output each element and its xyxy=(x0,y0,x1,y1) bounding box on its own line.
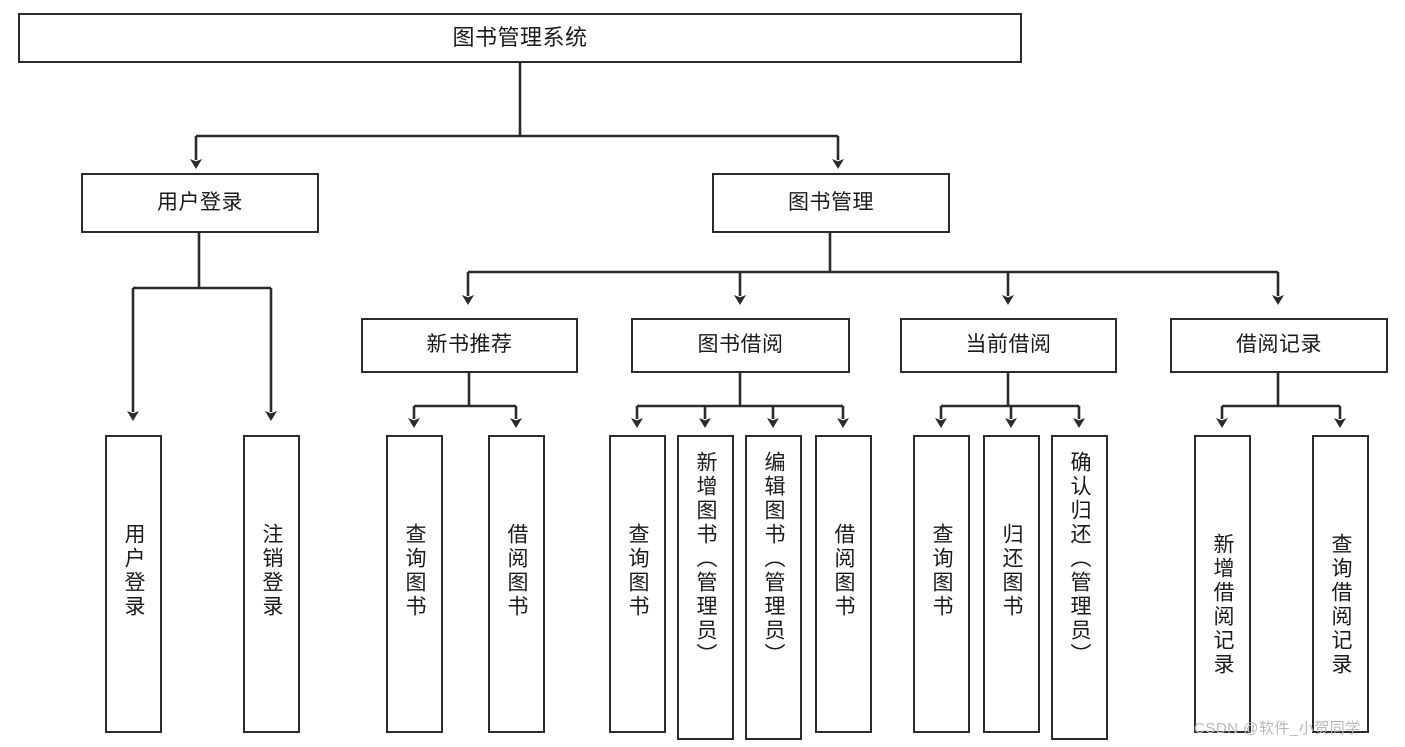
node-label: 图书管理系统 xyxy=(452,25,588,51)
node-label: 借阅图书 xyxy=(832,523,855,619)
node-label: 借阅图书 xyxy=(505,523,528,619)
leaf-borrow-books-recommend[interactable]: 借阅图书 xyxy=(488,435,545,733)
leaf-logout[interactable]: 注销登录 xyxy=(243,435,300,733)
node-label: 新增借阅记录 xyxy=(1211,533,1234,677)
node-label: 图书管理 xyxy=(788,190,874,214)
watermark: CSDN @软件_小贺同学 xyxy=(1194,720,1361,737)
node-label: 新书推荐 xyxy=(426,333,513,357)
node-label: 用户登录 xyxy=(122,523,145,619)
node-label: 注销登录 xyxy=(260,523,283,619)
leaf-add-book-admin[interactable]: 新增图书（管理员） xyxy=(677,435,734,740)
leaf-query-books-recommend[interactable]: 查询图书 xyxy=(386,435,443,733)
node-label: 用户登录 xyxy=(157,190,243,214)
node-label: 借阅记录 xyxy=(1236,333,1322,357)
leaf-add-borrow-record[interactable]: 新增借阅记录 xyxy=(1194,435,1251,733)
leaf-return-books[interactable]: 归还图书 xyxy=(983,435,1040,733)
node-label: 新增图书（管理员） xyxy=(694,451,717,667)
node-borrow-record[interactable]: 借阅记录 xyxy=(1170,318,1388,373)
node-label: 归还图书 xyxy=(1000,523,1023,619)
node-label: 当前借阅 xyxy=(965,333,1052,357)
leaf-query-books-borrow[interactable]: 查询图书 xyxy=(609,435,666,733)
leaf-query-borrow-record[interactable]: 查询借阅记录 xyxy=(1312,435,1369,733)
node-label: 查询借阅记录 xyxy=(1329,533,1352,677)
leaf-user-login[interactable]: 用户登录 xyxy=(105,435,162,733)
node-label: 编辑图书（管理员） xyxy=(762,451,785,667)
node-book-borrow[interactable]: 图书借阅 xyxy=(631,318,850,373)
node-label: 查询图书 xyxy=(403,523,426,619)
node-root-system[interactable]: 图书管理系统 xyxy=(18,13,1022,63)
leaf-confirm-return-admin[interactable]: 确认归还（管理员） xyxy=(1051,435,1108,740)
node-label: 查询图书 xyxy=(626,523,649,619)
node-current-borrow[interactable]: 当前借阅 xyxy=(900,318,1117,373)
leaf-borrow-books[interactable]: 借阅图书 xyxy=(815,435,872,733)
leaf-edit-book-admin[interactable]: 编辑图书（管理员） xyxy=(745,435,802,740)
node-user-login[interactable]: 用户登录 xyxy=(81,173,319,233)
node-new-book-recommend[interactable]: 新书推荐 xyxy=(361,318,578,373)
node-label: 图书借阅 xyxy=(697,333,784,357)
node-label: 确认归还（管理员） xyxy=(1068,451,1091,667)
leaf-query-books-current[interactable]: 查询图书 xyxy=(913,435,970,733)
node-label: 查询图书 xyxy=(930,523,953,619)
node-book-management[interactable]: 图书管理 xyxy=(712,173,950,233)
